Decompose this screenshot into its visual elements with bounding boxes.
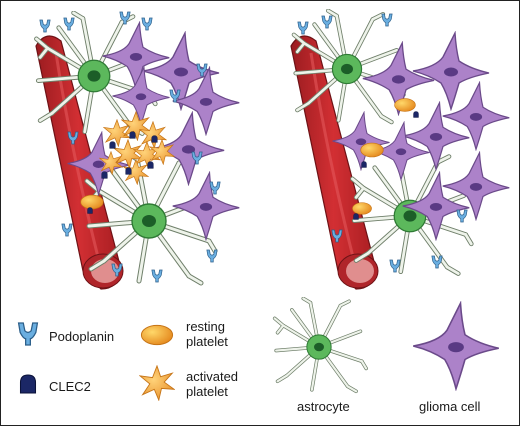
legend-resting-platelet-label: resting platelet xyxy=(186,319,228,349)
legend-podoplanin-label: Podoplanin xyxy=(49,329,115,344)
astrocyte-icon xyxy=(272,297,368,394)
clec2-icon xyxy=(19,374,37,394)
legend-clec2-label: CLEC2 xyxy=(49,379,91,394)
legend-activated-line1: activated xyxy=(186,369,239,384)
resting-platelet-icon xyxy=(140,324,174,346)
legend-resting-line2: platelet xyxy=(186,334,228,349)
legend-glioma-cell-label: glioma cell xyxy=(419,399,481,414)
left-panel xyxy=(36,12,240,290)
legend-activated-platelet-label: activated platelet xyxy=(186,369,238,399)
legend-astrocyte-label: astrocyte xyxy=(297,399,350,414)
legend-resting-line1: resting xyxy=(186,319,226,334)
podoplanin-icon xyxy=(17,322,39,346)
right-panel xyxy=(290,11,510,290)
activated-platelet-icon xyxy=(139,365,175,401)
glioma-cell xyxy=(172,172,240,240)
glioma-cell-icon xyxy=(412,302,500,390)
legend-activated-line2: platelet xyxy=(186,384,228,399)
glioma-cell xyxy=(102,22,170,90)
resting-platelet xyxy=(80,194,104,210)
